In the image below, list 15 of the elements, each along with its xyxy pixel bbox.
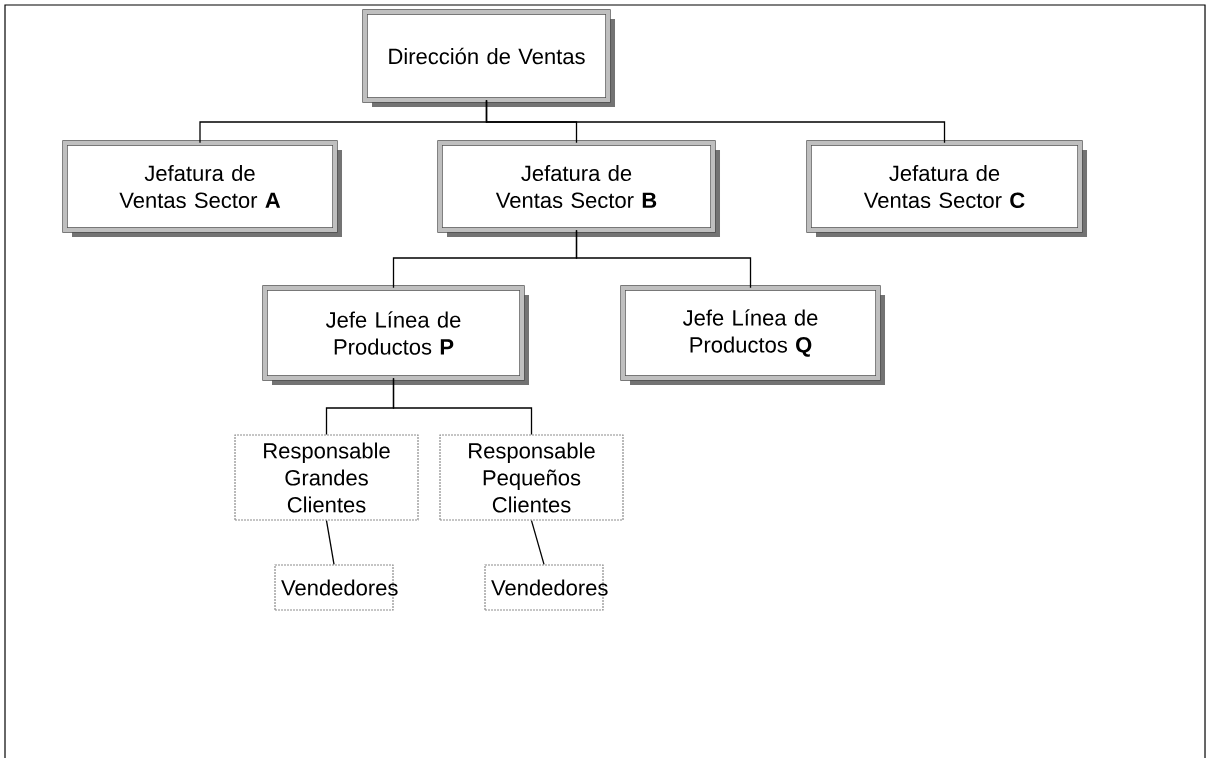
connector-line [392,377,533,436]
org-box: Dirección de Ventas [362,9,615,107]
org-box: Jefatura de Ventas Sector B [437,140,720,237]
org-box: Jefatura de Ventas Sector C [806,140,1087,237]
org-box: Vendedores [484,564,608,611]
connector-line [575,229,752,289]
org-box: Jefe Línea de Productos Q [620,285,885,385]
org-box: Jefe Línea de Productos P [262,285,529,385]
org-box: Jefatura de Ventas Sector A [62,140,342,237]
org-box: Vendedores [274,564,398,611]
org-box: Responsable Grandes Clientes [234,434,419,521]
connector-line [530,519,545,566]
connector-line [485,99,946,144]
connector-line [325,519,335,566]
org-box: Responsable Pequeños Clientes [439,434,624,521]
